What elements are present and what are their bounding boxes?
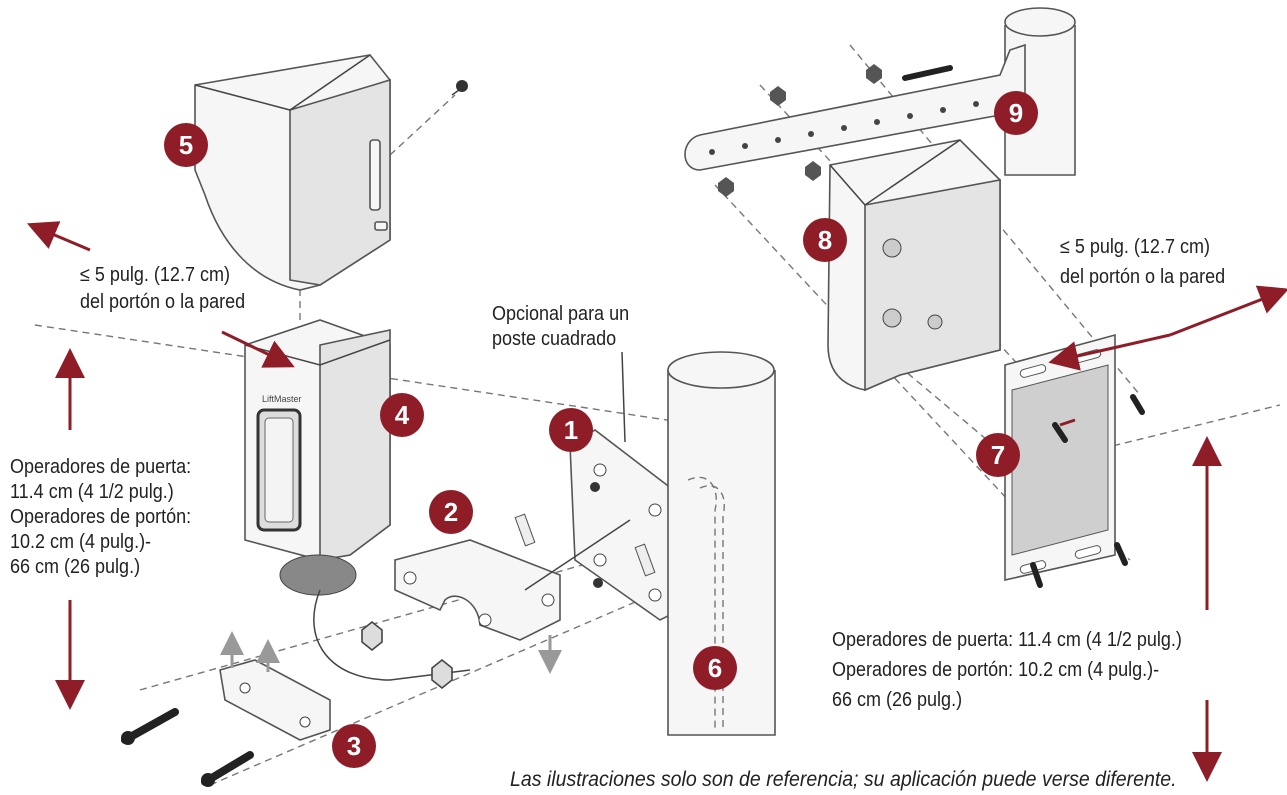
svg-text:6: 6 (708, 653, 722, 683)
callout-6: 6 (693, 646, 737, 690)
height-line: Operadores de puerta: (10, 456, 192, 478)
height-line: Operadores de portón: (10, 506, 192, 528)
callout-3: 3 (332, 724, 376, 768)
distance-line: del portón o la pared (80, 291, 246, 313)
callout-2: 2 (429, 490, 473, 534)
optional-line: Opcional para un (492, 303, 630, 325)
optional-line: poste cuadrado (492, 328, 617, 350)
svg-text:LiftMaster: LiftMaster (262, 394, 302, 404)
svg-text:2: 2 (444, 497, 458, 527)
svg-text:4: 4 (395, 400, 410, 430)
callout-1: 1 (549, 408, 593, 452)
callout-7: 7 (976, 433, 1020, 477)
height-line: 66 cm (26 pulg.) (10, 556, 141, 578)
distance-line: ≤ 5 pulg. (12.7 cm) (80, 264, 230, 286)
height-label-right: Operadores de puerta: 11.4 cm (4 1/2 pul… (832, 625, 1182, 715)
height-line: 10.2 cm (4 pulg.)- (10, 531, 152, 553)
mounting-plate (514, 429, 681, 674)
screw-icon (451, 80, 468, 96)
height-line: Operadores de portón: 10.2 cm (4 pulg.)- (832, 659, 1160, 681)
distance-label-right: ≤ 5 pulg. (12.7 cm) del portón o la pare… (1060, 232, 1225, 292)
svg-text:7: 7 (991, 440, 1005, 470)
svg-text:8: 8 (818, 225, 832, 255)
photo-eye-sensor: LiftMaster (244, 319, 471, 681)
lower-clamp (121, 631, 331, 787)
distance-label-left: ≤ 5 pulg. (12.7 cm) del portón o la pare… (80, 262, 245, 316)
height-line: 11.4 cm (4 1/2 pulg.) (10, 481, 174, 503)
callout-9: 9 (994, 91, 1038, 135)
reflector-hood (827, 139, 1001, 392)
svg-text:5: 5 (179, 130, 193, 160)
reference-caption: Las ilustraciones solo son de referencia… (510, 768, 1177, 791)
clamp-bracket (361, 539, 561, 690)
reflector (1004, 333, 1145, 588)
svg-text:3: 3 (347, 731, 361, 761)
callout-8: 8 (803, 218, 847, 262)
svg-text:9: 9 (1009, 98, 1023, 128)
adjustable-strap (684, 43, 1026, 197)
callout-4: 4 (380, 393, 424, 437)
callout-5: 5 (164, 123, 208, 167)
height-line: Operadores de puerta: 11.4 cm (4 1/2 pul… (832, 629, 1182, 651)
optional-square-post-label: Opcional para un poste cuadrado (492, 302, 629, 352)
height-label-left: Operadores de puerta: 11.4 cm (4 1/2 pul… (10, 455, 191, 580)
svg-text:1: 1 (564, 415, 578, 445)
distance-line: ≤ 5 pulg. (12.7 cm) (1060, 236, 1210, 258)
distance-line: del portón o la pared (1060, 266, 1226, 288)
hood-cover (194, 54, 391, 291)
round-post (667, 351, 776, 736)
distance-arrows (26, 221, 1287, 782)
height-line: 66 cm (26 pulg.) (832, 689, 963, 711)
